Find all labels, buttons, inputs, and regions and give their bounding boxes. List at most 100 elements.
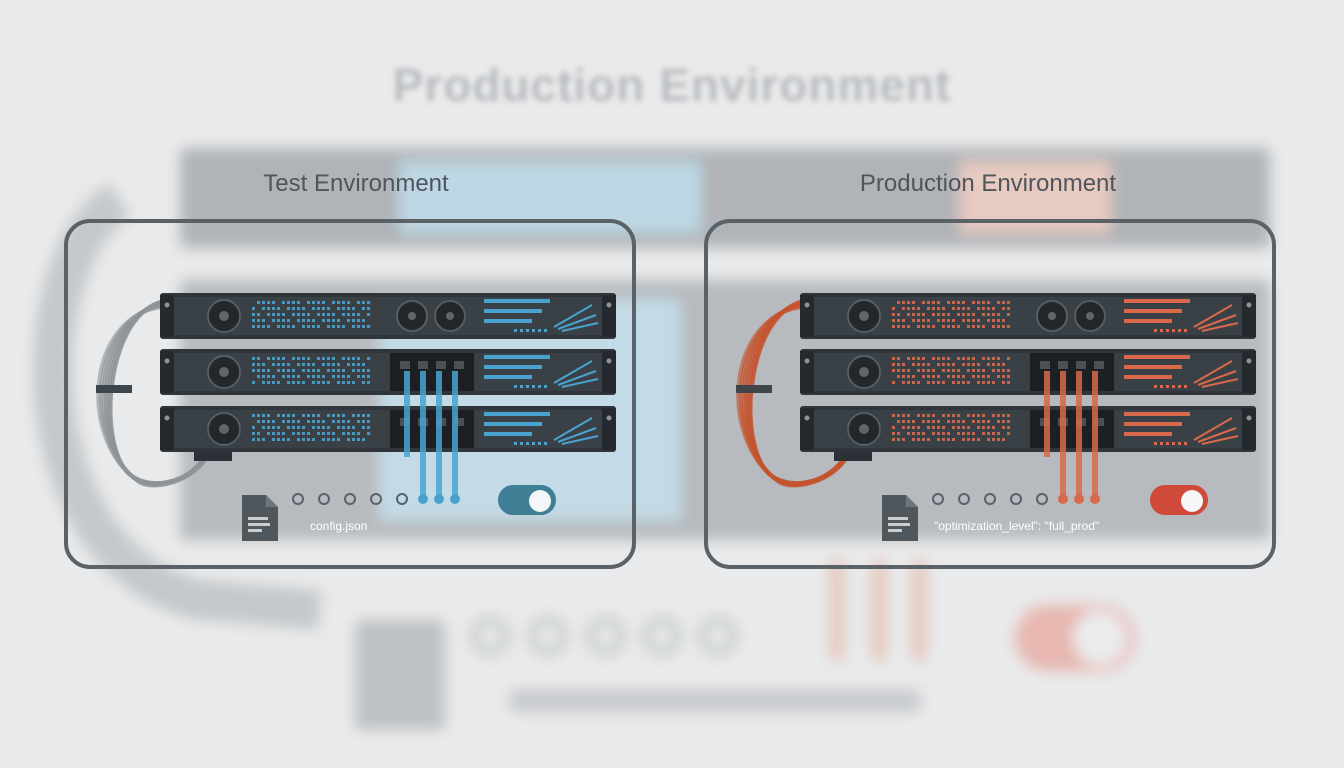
led-indicator — [892, 438, 895, 441]
rack-ear — [1242, 351, 1256, 393]
led-indicator — [957, 432, 960, 435]
led-indicator — [972, 414, 975, 417]
led-indicator — [947, 375, 950, 378]
rack-screw — [606, 415, 612, 421]
led-indicator — [277, 363, 280, 366]
led-indicator — [942, 319, 945, 322]
led-indicator — [337, 319, 340, 322]
led-indicator — [962, 375, 965, 378]
led-indicator — [297, 357, 300, 360]
led-indicator — [942, 438, 945, 441]
led-indicator — [962, 381, 965, 384]
led-indicator — [352, 319, 355, 322]
led-indicator — [922, 369, 925, 372]
led-indicator — [307, 363, 310, 366]
led-indicator — [257, 325, 260, 328]
led-indicator — [347, 426, 350, 429]
led-indicator — [282, 319, 285, 322]
led-indicator — [937, 301, 940, 304]
led-indicator — [287, 301, 290, 304]
led-indicator — [987, 426, 990, 429]
led-indicator — [912, 357, 915, 360]
led-indicator — [972, 301, 975, 304]
status-bar — [484, 412, 550, 416]
led-indicator — [532, 329, 535, 332]
server-face — [804, 297, 1252, 335]
led-indicator — [1007, 325, 1010, 328]
led-indicator — [367, 325, 370, 328]
led-indicator — [902, 369, 905, 372]
led-indicator — [282, 325, 285, 328]
led-indicator — [967, 426, 970, 429]
patch-cables — [1044, 371, 1100, 504]
led-indicator — [932, 420, 935, 423]
led-indicator — [287, 414, 290, 417]
led-indicator — [262, 420, 265, 423]
led-indicator — [327, 313, 330, 316]
led-indicator — [544, 442, 547, 445]
led-indicator — [997, 319, 1000, 322]
led-indicator — [297, 313, 300, 316]
led-indicator — [952, 325, 955, 328]
led-indicator — [972, 319, 975, 322]
led-indicator — [907, 357, 910, 360]
rack-ear — [602, 408, 616, 450]
led-indicator — [367, 381, 370, 384]
server-unit — [800, 349, 1256, 395]
led-indicator — [987, 375, 990, 378]
led-indicator — [282, 375, 285, 378]
led-indicator — [352, 414, 355, 417]
led-indicator — [262, 375, 265, 378]
led-indicator — [332, 301, 335, 304]
cable-clamp — [834, 451, 872, 461]
led-indicator — [252, 319, 255, 322]
test-environment-toggle[interactable] — [498, 485, 556, 515]
network-port — [1094, 418, 1104, 426]
led-indicator — [1007, 369, 1010, 372]
led-indicator — [892, 381, 895, 384]
led-indicator — [967, 319, 970, 322]
led-indicator — [332, 375, 335, 378]
led-indicator — [307, 301, 310, 304]
led-indicator — [962, 363, 965, 366]
status-bar — [1124, 422, 1182, 426]
led-indicator — [297, 432, 300, 435]
test-environment-heading: Test Environment — [263, 170, 449, 197]
status-trace — [553, 304, 599, 332]
server-unit — [800, 406, 1256, 452]
status-bar — [1124, 299, 1190, 303]
production-environment-toggle[interactable] — [1150, 485, 1208, 515]
led-indicator — [972, 438, 975, 441]
led-indicator — [947, 414, 950, 417]
patch-cable — [1060, 371, 1066, 497]
led-indicator — [302, 432, 305, 435]
led-indicator — [332, 363, 335, 366]
led-indicator — [917, 325, 920, 328]
led-indicator — [1002, 414, 1005, 417]
led-indicator — [302, 313, 305, 316]
led-indicator — [252, 307, 255, 310]
led-indicator — [272, 420, 275, 423]
led-indicator — [962, 301, 965, 304]
led-indicator — [352, 357, 355, 360]
led-indicator — [327, 426, 330, 429]
led-indicator — [952, 381, 955, 384]
led-indicator — [897, 325, 900, 328]
led-indicator — [892, 357, 895, 360]
led-indicator — [267, 432, 270, 435]
led-indicator — [917, 432, 920, 435]
led-indicator — [514, 385, 517, 388]
status-trace — [1193, 304, 1239, 332]
led-indicator — [327, 307, 330, 310]
led-indicator — [282, 369, 285, 372]
led-indicator — [917, 381, 920, 384]
led-indicator — [982, 369, 985, 372]
led-indicator — [307, 438, 310, 441]
led-indicator — [932, 369, 935, 372]
led-indicator — [1154, 442, 1157, 445]
production-environment-heading: Production Environment — [859, 170, 1117, 197]
led-indicator — [367, 307, 370, 310]
led-indicator — [1184, 442, 1187, 445]
led-indicator — [1184, 329, 1187, 332]
led-indicator — [942, 414, 945, 417]
